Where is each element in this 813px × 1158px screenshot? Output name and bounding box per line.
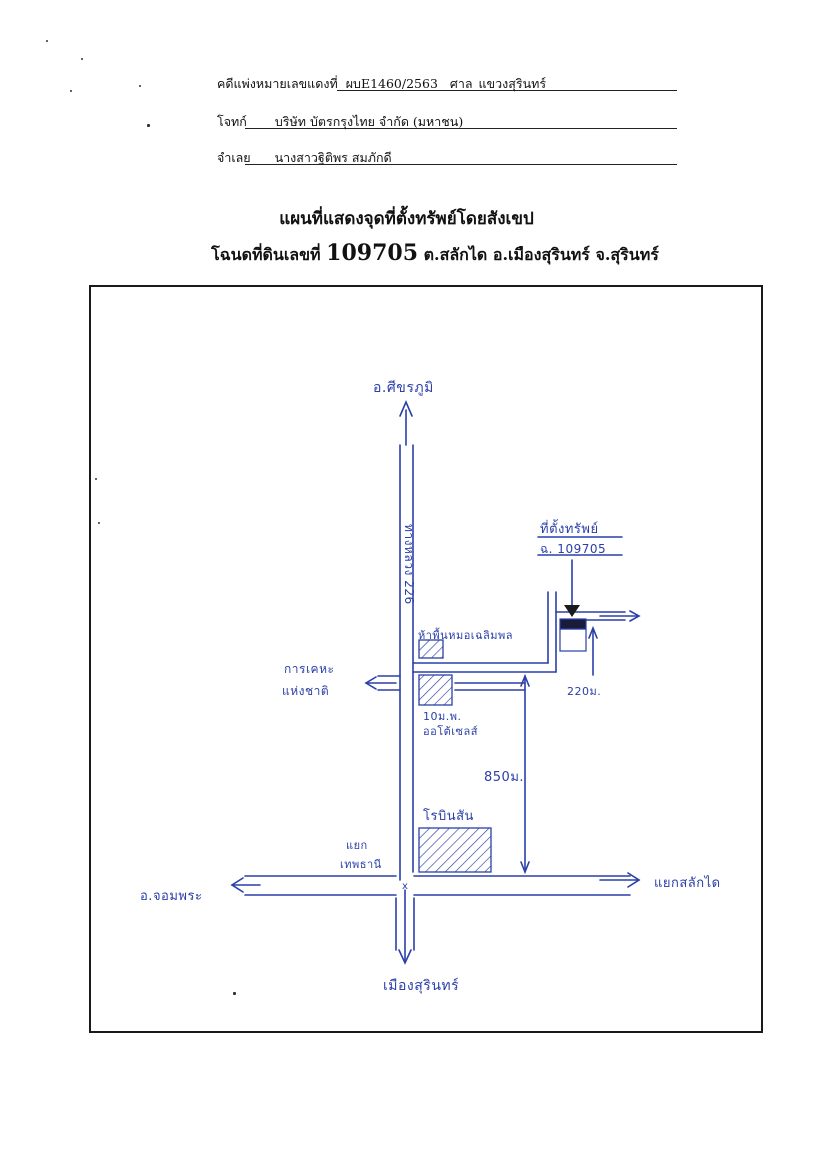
document-subtitle: โฉนดที่ดินเลขที่ 109705 ต.สลักได อ.เมือง… bbox=[0, 240, 813, 268]
distance-220-label: 220ม. bbox=[567, 685, 602, 698]
distance-850-label: 850ม. bbox=[484, 770, 525, 785]
clinic-label: ห้าพื้นหมอเฉลิมพล bbox=[418, 629, 514, 642]
defendant-label: จำเลย bbox=[217, 150, 251, 165]
deed-location: ต.สลักได อ.เมืองสุรินทร์ จ.สุรินทร์ bbox=[423, 245, 659, 264]
scan-speck bbox=[81, 58, 83, 60]
document-title: แผนที่แสดงจุดที่ตั้งทรัพย์โดยสังเขป bbox=[279, 209, 534, 229]
case-number-underline bbox=[337, 90, 677, 91]
defendant-value: นางสาวฐิติพร สมภักดี bbox=[274, 150, 392, 165]
property-parcel bbox=[559, 618, 587, 630]
south-arrow-head bbox=[398, 949, 412, 965]
scan-speck bbox=[233, 992, 236, 995]
scan-speck bbox=[98, 522, 100, 524]
case-number-label: คดีแพ่งหมายเลขแดงที่ bbox=[217, 76, 338, 91]
distance-850-arrow-bottom bbox=[520, 861, 530, 875]
defendant-underline bbox=[245, 164, 677, 165]
property-deed-label: ฉ. 109705 bbox=[540, 542, 607, 556]
case-number-row: คดีแพ่งหมายเลขแดงที่ ผบE1460/2563 ศาล แข… bbox=[217, 74, 546, 94]
court-value: แขวงสุรินทร์ bbox=[478, 76, 547, 91]
school-label-line2: ออโต้เซลส์ bbox=[423, 725, 478, 738]
property-pointer-head bbox=[564, 605, 580, 617]
robinson-building bbox=[418, 827, 492, 873]
housing-arrow-head bbox=[364, 676, 377, 690]
north-destination-label: อ.ศีขรภูมิ bbox=[373, 380, 434, 396]
south-destination-label: เมืองสุรินทร์ bbox=[383, 978, 460, 994]
scan-speck bbox=[70, 90, 72, 92]
map-frame bbox=[89, 285, 763, 1033]
plaintiff-underline bbox=[245, 128, 677, 129]
housing-label-line1: การเคหะ bbox=[284, 662, 335, 676]
scan-speck bbox=[147, 124, 150, 127]
scan-speck bbox=[139, 85, 141, 87]
housing-label-line2: แห่งชาติ bbox=[282, 684, 330, 698]
plaintiff-row: โจทก์ บริษัท บัตรกรุงไทย จำกัด (มหาชน) bbox=[217, 112, 463, 132]
property-label: ที่ตั้งทรัพย์ bbox=[540, 522, 599, 537]
deed-number: 109705 bbox=[326, 240, 419, 266]
distance-220-arrow-head bbox=[588, 625, 598, 639]
north-arrow-head bbox=[399, 399, 413, 417]
deed-prefix: โฉนดที่ดินเลขที่ bbox=[211, 245, 321, 264]
scan-speck bbox=[95, 478, 97, 480]
junction-label-line1: แยก bbox=[346, 839, 368, 852]
scan-speck bbox=[46, 40, 48, 42]
school-label-line1: 10ม.พ. bbox=[423, 710, 462, 723]
junction-marker: x bbox=[402, 881, 408, 892]
defendant-row: จำเลย นางสาวฐิติพร สมภักดี bbox=[217, 148, 392, 168]
clinic-building bbox=[418, 639, 444, 659]
junction-label-line2: เทพธานี bbox=[340, 858, 382, 871]
plaintiff-value: บริษัท บัตรกรุงไทย จำกัด (มหาชน) bbox=[274, 114, 464, 129]
property-road-arrow-head bbox=[629, 610, 641, 622]
distance-850-arrow-top bbox=[520, 673, 530, 687]
plaintiff-label: โจทก์ bbox=[217, 114, 247, 129]
school-building bbox=[418, 674, 453, 706]
highway-226-label: ทางหลวง 226 bbox=[402, 524, 416, 605]
east-destination-label: แยกสลักได bbox=[654, 876, 721, 891]
west-destination-label: อ.จอมพระ bbox=[140, 889, 203, 904]
court-label: ศาล bbox=[449, 76, 473, 91]
case-number-value: ผบE1460/2563 bbox=[345, 76, 438, 91]
property-parcel-lower bbox=[559, 628, 587, 652]
robinson-label: โรบินสัน bbox=[423, 809, 474, 824]
